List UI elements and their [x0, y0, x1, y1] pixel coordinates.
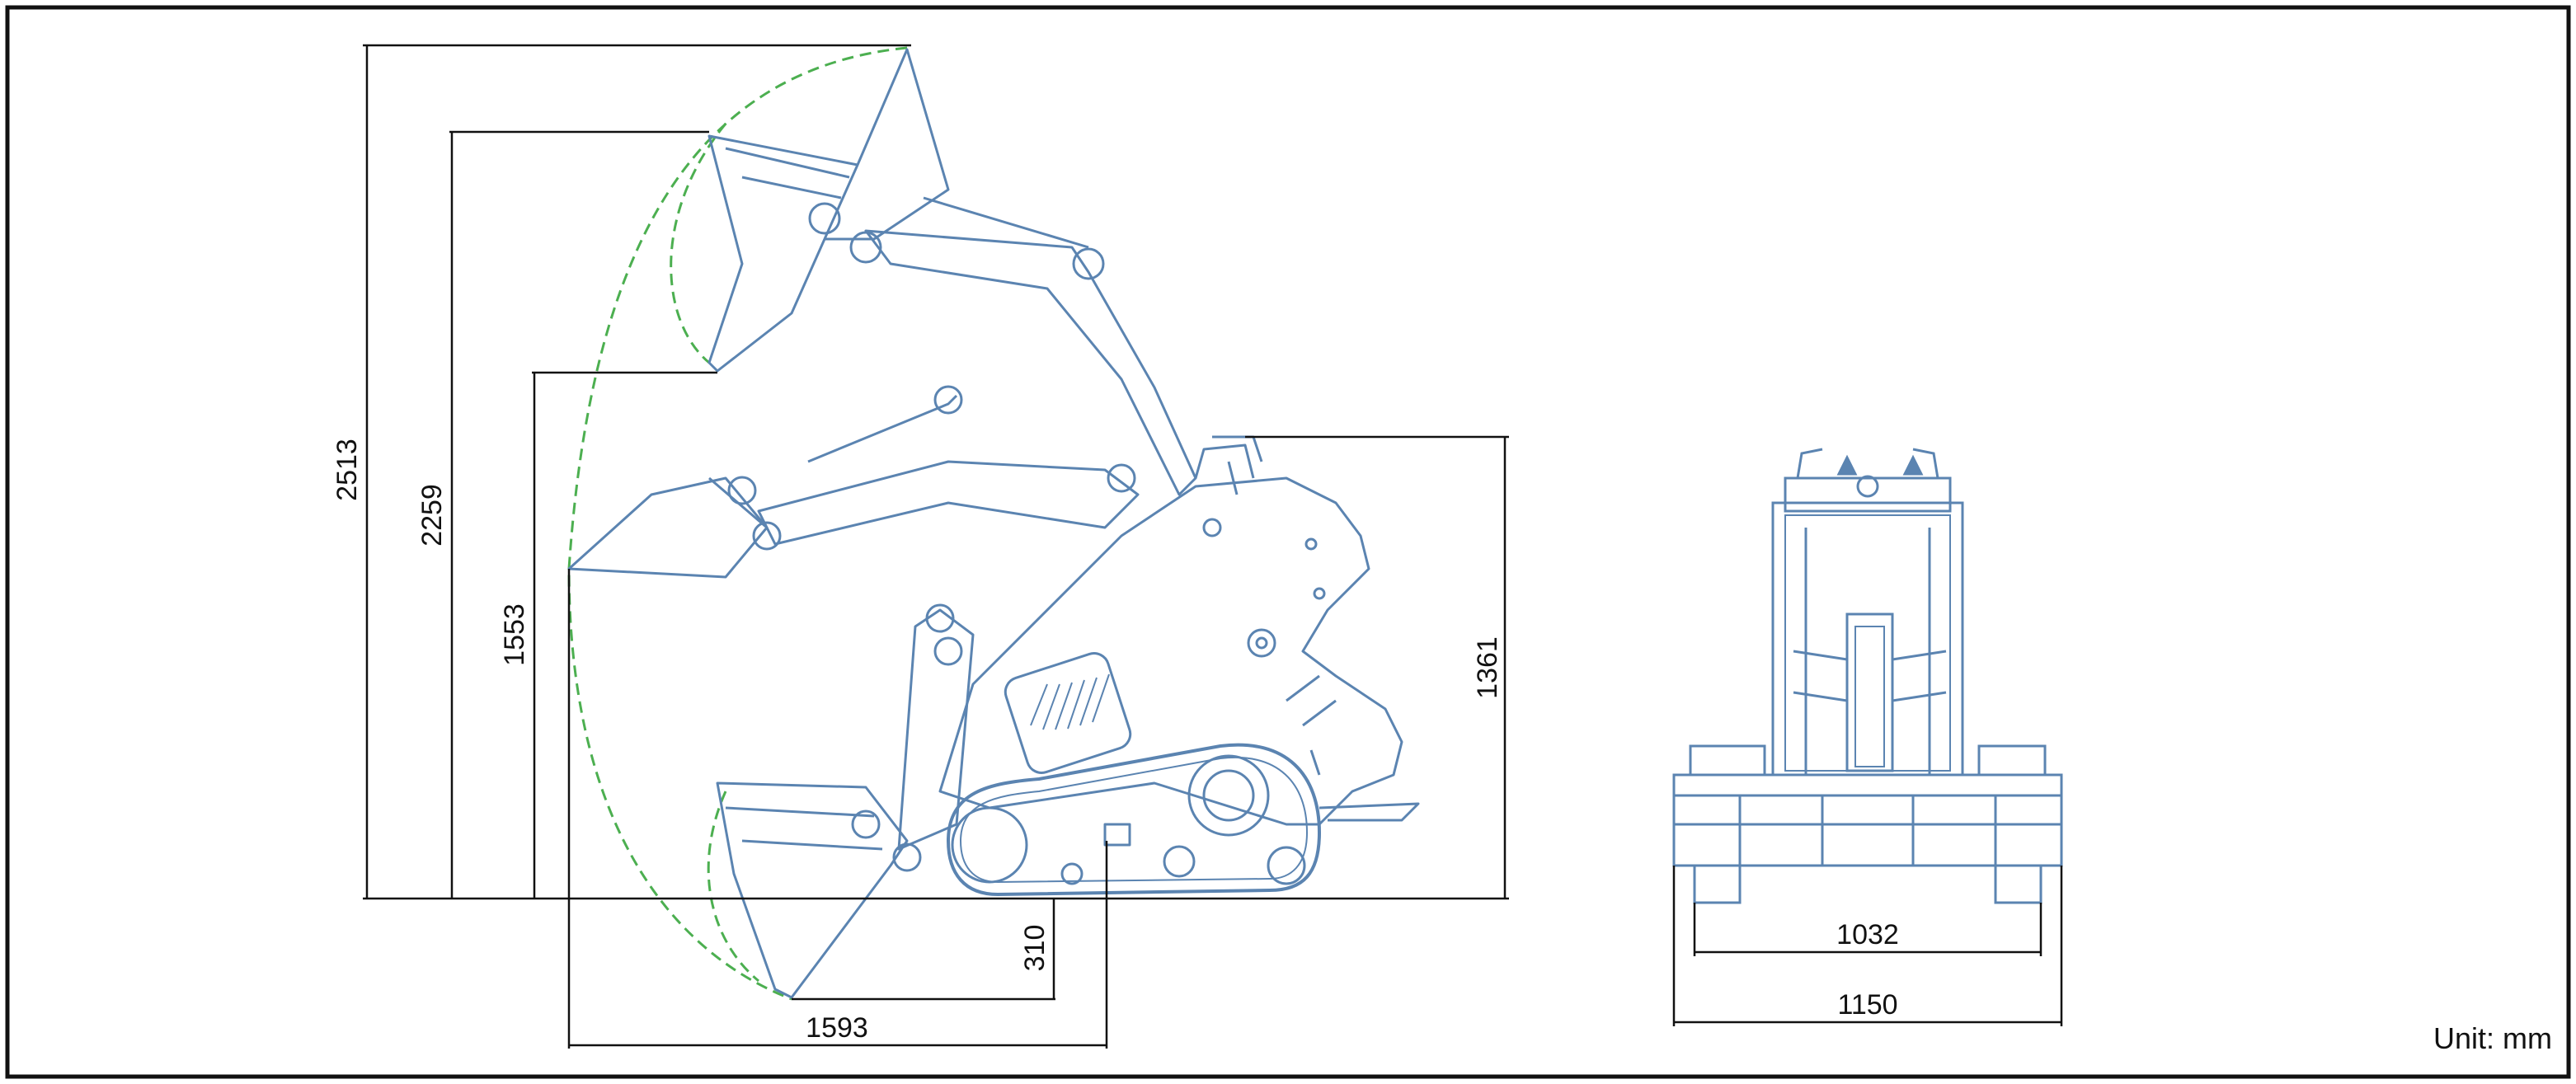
dim-label-2513: 2513 — [331, 439, 363, 501]
front-track-right — [1994, 864, 2042, 904]
dim-label-1553: 1553 — [499, 603, 530, 666]
unit-label: Unit: mm — [2433, 1021, 2552, 1055]
front-frame — [1771, 501, 1964, 777]
arm-lowered — [897, 608, 975, 851]
bucket-lower-arc — [707, 791, 759, 983]
arm-mid — [757, 460, 1140, 546]
dim-label-1032: 1032 — [1836, 919, 1899, 950]
drawing-border — [5, 5, 2571, 1079]
bucket-lowered — [716, 781, 909, 999]
front-track-left — [1693, 864, 1742, 904]
chassis-body — [938, 476, 1403, 826]
front-bucket — [1672, 773, 2063, 867]
engine-grille — [1004, 652, 1132, 774]
dim-label-2259: 2259 — [416, 484, 448, 547]
dim-label-1150: 1150 — [1837, 989, 1897, 1021]
arm-raised — [864, 229, 1197, 496]
dim-label-1361: 1361 — [1472, 636, 1503, 699]
front-view — [1672, 448, 2063, 904]
dim-label-1593: 1593 — [806, 1012, 868, 1044]
dimension-lines — [363, 44, 2063, 1049]
bucket-raised-back — [825, 48, 950, 241]
track — [947, 743, 1321, 896]
grille-slats — [1030, 673, 1110, 730]
idler-wheel — [951, 806, 1028, 884]
bucket-inner-arc — [670, 123, 727, 364]
dim-label-310: 310 — [1019, 925, 1051, 972]
side-view — [567, 46, 1420, 1001]
front-control-panel — [1784, 476, 1952, 513]
operator-station — [1194, 443, 1255, 495]
bucket-raised — [707, 134, 859, 373]
bucket-mid — [567, 476, 769, 579]
drive-sprocket — [1187, 754, 1270, 837]
